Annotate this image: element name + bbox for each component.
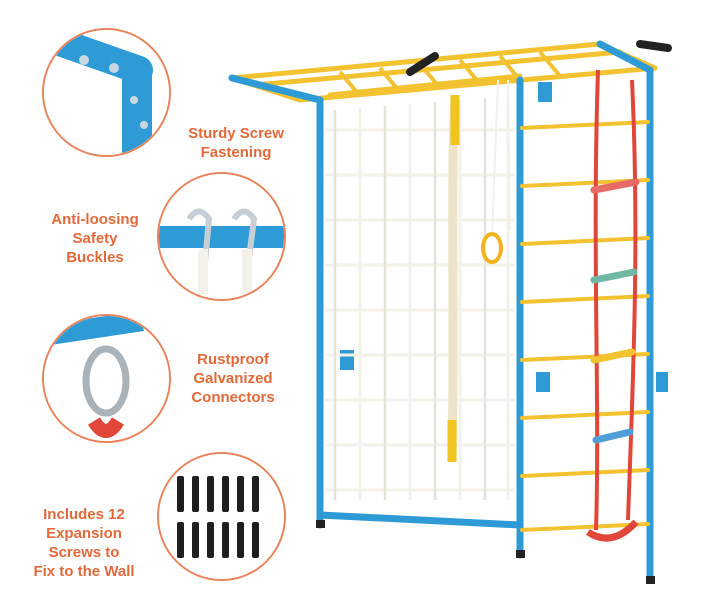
callout-screws bbox=[157, 452, 286, 581]
gym-rings bbox=[481, 79, 511, 264]
carabiner-icon bbox=[44, 316, 169, 441]
cargo-net bbox=[325, 96, 515, 500]
label-connector: Rustproof Galvanized Connectors bbox=[191, 351, 275, 406]
buckle-icon bbox=[159, 174, 284, 299]
grip-right bbox=[636, 40, 672, 52]
screw-joint-icon bbox=[44, 30, 169, 155]
callout-buckle bbox=[157, 172, 286, 301]
label-screw: Sturdy Screw Fastening bbox=[188, 125, 284, 161]
label-buckle: Anti-loosing Safety Buckles bbox=[51, 211, 139, 266]
blue-posts bbox=[228, 40, 654, 584]
climbing-rope bbox=[447, 94, 460, 461]
screws-icon bbox=[159, 454, 284, 579]
grip-left bbox=[406, 52, 439, 76]
rope-ladder bbox=[593, 69, 638, 531]
label-screws: Includes 12 Expansion Screws to Fix to t… bbox=[33, 506, 135, 580]
callout-screw bbox=[42, 28, 171, 157]
callout-connector bbox=[42, 314, 171, 443]
